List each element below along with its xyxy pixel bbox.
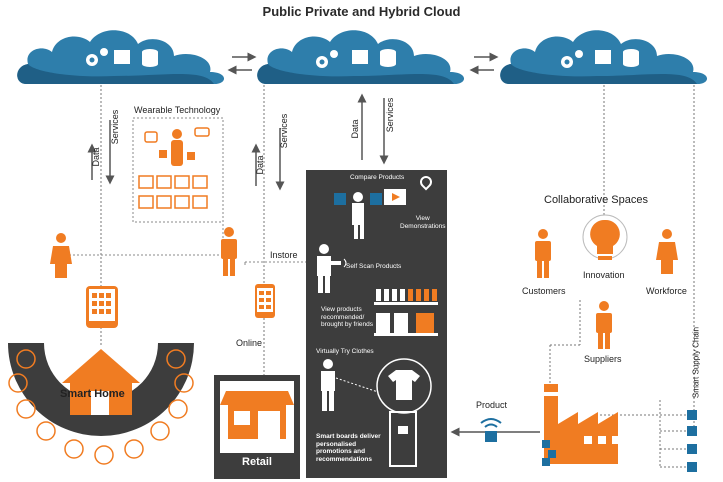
self-scan-graphic: [317, 244, 347, 293]
innovation-bulb-icon: [582, 214, 628, 260]
supply-node-4: [687, 462, 697, 472]
smart-home-label: Smart Home: [60, 388, 125, 400]
self-scan-label: Self Scan Products: [346, 263, 402, 270]
try-clothes-label: Virtually Try Clothes: [316, 348, 374, 355]
workforce-person-icon: [656, 229, 678, 274]
center-data-label: Data: [350, 119, 360, 139]
supply-chain-label: Smart Supply Chain: [691, 326, 701, 399]
customer-person-icon: [535, 229, 551, 278]
online-label: Online: [236, 338, 263, 348]
wearable-icons: [138, 127, 210, 209]
mid-services-label: Services: [279, 113, 289, 149]
left-data-label: Data: [91, 147, 101, 167]
innovation-label: Innovation: [583, 270, 625, 280]
supply-node-2: [687, 426, 697, 436]
supplier-person-icon: [596, 301, 612, 349]
compare-products-graphic: [334, 189, 406, 239]
person-instore-icon: [221, 227, 237, 276]
supply-node-3: [687, 444, 697, 454]
person-home-icon: [50, 233, 72, 278]
diagram-title: Public Private and Hybrid Cloud: [262, 4, 461, 19]
collab-title: Collaborative Spaces: [544, 194, 648, 206]
left-services-label: Services: [110, 109, 120, 145]
try-clothes-graphic: [321, 358, 432, 414]
supply-node-1: [687, 410, 697, 420]
smart-board-icon: [389, 411, 417, 467]
compare-products-label: Compare Products: [350, 174, 405, 181]
tablet-icon: [86, 286, 118, 328]
phone-icon: [255, 284, 275, 318]
product-wifi-icon: [480, 418, 502, 442]
factory-graphic: [542, 384, 620, 466]
wearable-label: Wearable Technology: [134, 105, 221, 115]
suppliers-label: Suppliers: [584, 354, 622, 364]
cloud-center: [257, 30, 465, 84]
shelf-graphic: [374, 289, 438, 336]
center-services-label: Services: [385, 97, 395, 133]
smart-home-graphic: [8, 343, 194, 465]
instore-label: Instore: [270, 250, 298, 260]
retail-store-graphic: [214, 375, 300, 479]
cloud-right: [500, 30, 708, 84]
cloud-left: [17, 30, 225, 84]
customers-label: Customers: [522, 286, 566, 296]
mid-data-label: Data: [255, 155, 265, 175]
retail-label: Retail: [242, 456, 272, 468]
product-label: Product: [476, 400, 508, 410]
workforce-label: Workforce: [646, 286, 687, 296]
